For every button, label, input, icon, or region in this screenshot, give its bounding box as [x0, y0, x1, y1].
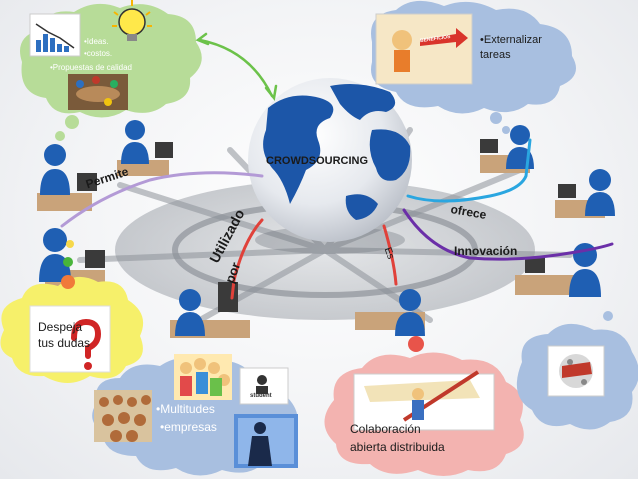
- ideas-line-3: •Propuestas de calidad: [50, 62, 132, 73]
- benefits-thumbnail: [376, 14, 472, 84]
- center-title: CROWDSOURCING: [266, 155, 368, 167]
- cloud-innovation: [517, 311, 638, 430]
- innovation-sphere-icon: [559, 354, 593, 388]
- person-workstation: [555, 169, 615, 218]
- ideas-line-1: •Ideas.: [84, 36, 109, 47]
- green-arrow-line: [200, 40, 272, 96]
- externalizar-line-1: •Externalizar: [480, 33, 542, 48]
- ideas-line-2: •costos.: [84, 48, 112, 59]
- despeja-line-2: tus dudas: [38, 336, 90, 351]
- externalizar-line-2: tareas: [480, 48, 511, 63]
- cloud-colaboracion: [324, 336, 523, 476]
- cloud-externalizar: [371, 1, 576, 134]
- colaboracion-line-2: abierta distribuida: [350, 440, 445, 455]
- despeja-line-1: Despeja: [38, 320, 82, 335]
- multitudes-line-1: •Multitudes: [156, 402, 215, 416]
- student-badge: student: [250, 393, 272, 399]
- label-innovacion: Innovación: [454, 244, 517, 258]
- colaboracion-line-1: Colaboración: [350, 422, 421, 437]
- multitudes-line-2: •empresas: [160, 420, 217, 434]
